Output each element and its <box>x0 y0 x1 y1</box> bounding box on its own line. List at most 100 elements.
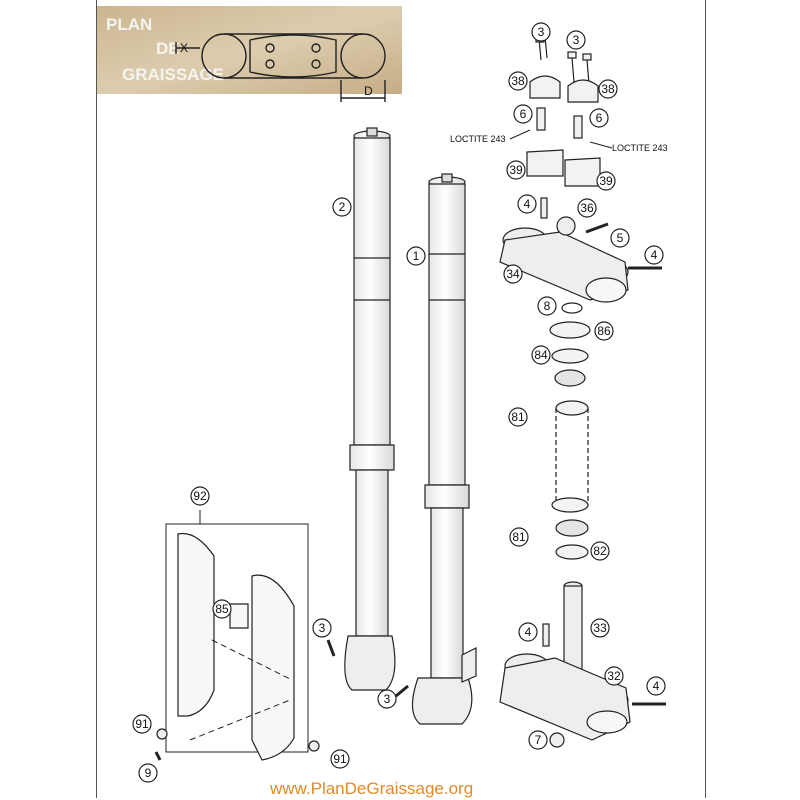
callout-circle <box>330 749 350 769</box>
callout-c9: 9 <box>138 763 158 783</box>
callout-number: 3 <box>319 621 326 635</box>
callout-number: 6 <box>520 107 527 121</box>
callout-c38b: 38 <box>598 79 618 99</box>
callout-circle <box>590 541 610 561</box>
callout-circle <box>594 321 614 341</box>
callout-circle <box>566 30 586 50</box>
callout-circle <box>513 104 533 124</box>
callout-circle <box>604 666 624 686</box>
callout-c3c: 3 <box>312 618 332 638</box>
watermark-logo: PLAN DE GRAISSAGE X D <box>97 6 402 102</box>
callout-number: 7 <box>535 733 542 747</box>
callout-circle <box>332 197 352 217</box>
callout-circle <box>531 22 551 42</box>
callout-number: 38 <box>511 74 525 88</box>
callout-circle <box>577 198 597 218</box>
callout-circle <box>531 345 551 365</box>
callout-c85: 85 <box>212 599 232 619</box>
callout-number: 81 <box>512 530 526 544</box>
callout-number: 91 <box>135 717 149 731</box>
loctite-leaders <box>199 129 613 524</box>
loctite-label-left: LOCTITE 243 <box>450 134 506 144</box>
callout-number: 3 <box>538 25 545 39</box>
callout-c6a: 6 <box>513 104 533 124</box>
callout-number: 1 <box>413 249 420 263</box>
callout-c91b: 91 <box>330 749 350 769</box>
callout-c92: 92 <box>190 486 210 506</box>
callout-circle <box>406 246 426 266</box>
callout-number: 3 <box>384 692 391 706</box>
callout-c3d: 3 <box>377 689 397 709</box>
callout-c4d: 4 <box>646 676 666 696</box>
callout-number: 85 <box>215 602 229 616</box>
upper-triple-clamp-34 <box>499 197 662 303</box>
callout-number: 38 <box>601 82 615 96</box>
callout-c2: 2 <box>332 197 352 217</box>
callout-c84: 84 <box>531 345 551 365</box>
hardware-bits <box>154 639 409 761</box>
callout-c91a: 91 <box>132 714 152 734</box>
callout-number: 91 <box>333 752 347 766</box>
callout-number: 9 <box>145 766 152 780</box>
bearing-stack <box>549 302 591 560</box>
callout-c3b: 3 <box>566 30 586 50</box>
callout-c4b: 4 <box>644 245 664 265</box>
callout-number: 82 <box>593 544 607 558</box>
callout-number: 39 <box>509 163 523 177</box>
callout-circle <box>528 730 548 750</box>
callout-circle <box>518 622 538 642</box>
page-frame <box>96 0 706 798</box>
callout-c32: 32 <box>604 666 624 686</box>
callout-c39a: 39 <box>506 160 526 180</box>
callout-circle <box>644 245 664 265</box>
footer-url: www.PlanDeGraissage.org <box>269 779 473 798</box>
fork-guard-set <box>165 523 309 761</box>
callout-circle <box>503 264 523 284</box>
callout-number: 84 <box>534 348 548 362</box>
upper-clamps <box>526 35 601 187</box>
callout-circle <box>132 714 152 734</box>
callout-circle <box>377 689 397 709</box>
loctite-label-right: LOCTITE 243 <box>612 143 668 153</box>
callout-number: 4 <box>651 248 658 262</box>
callout-c4c: 4 <box>518 622 538 642</box>
callout-circle <box>537 296 557 316</box>
steering-stem-32 <box>499 581 666 748</box>
callout-c6b: 6 <box>589 108 609 128</box>
callout-circle <box>508 71 528 91</box>
callout-circle <box>596 171 616 191</box>
callout-circle <box>508 407 528 427</box>
callout-number: 4 <box>653 679 660 693</box>
callout-circle <box>506 160 526 180</box>
callout-c86: 86 <box>594 321 614 341</box>
callout-number: 2 <box>339 200 346 214</box>
callout-number: 81 <box>511 410 525 424</box>
callout-number: 33 <box>593 621 607 635</box>
callout-number: 92 <box>193 489 207 503</box>
callout-number: 36 <box>580 201 594 215</box>
fork-leg-1 <box>411 173 477 725</box>
callout-number: 32 <box>607 669 621 683</box>
callout-number: 8 <box>544 299 551 313</box>
callout-c81a: 81 <box>508 407 528 427</box>
callout-circle <box>610 228 630 248</box>
watermark-line1: PLAN <box>106 15 152 34</box>
callout-number: 4 <box>524 197 531 211</box>
callout-circle <box>590 618 610 638</box>
callout-c82: 82 <box>590 541 610 561</box>
callout-circle <box>598 79 618 99</box>
dimension-x-label: X <box>180 41 188 55</box>
fork-leg-2 <box>344 127 396 691</box>
callout-number: 39 <box>599 174 613 188</box>
callout-c33: 33 <box>590 618 610 638</box>
callout-c38a: 38 <box>508 71 528 91</box>
callout-c1: 1 <box>406 246 426 266</box>
callout-circle <box>212 599 232 619</box>
callout-circle <box>190 486 210 506</box>
callout-c36: 36 <box>577 198 597 218</box>
watermark-line2: DE <box>156 39 180 58</box>
callout-circle <box>646 676 666 696</box>
watermark-line3: GRAISSAGE <box>122 65 224 84</box>
